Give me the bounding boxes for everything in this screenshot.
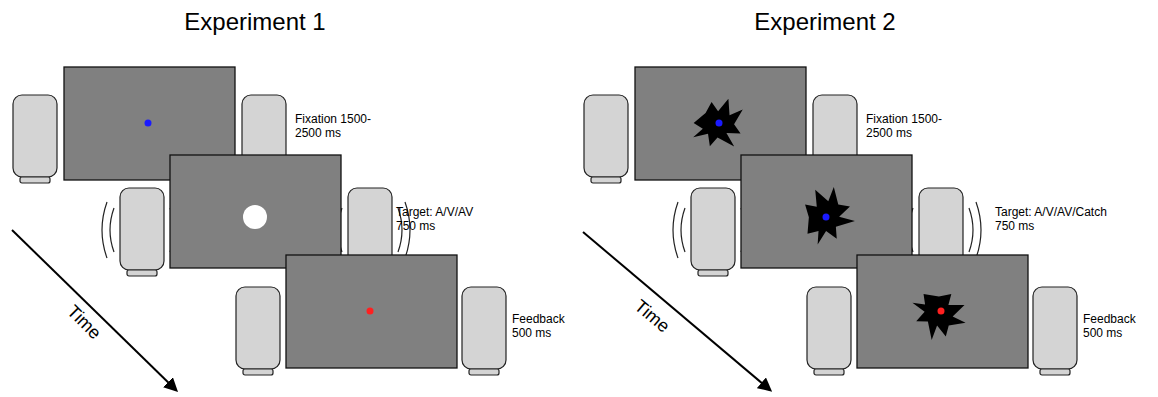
phase-label: Fixation 1500-2500 ms [866,113,950,141]
panel-title: Experiment 2 [740,8,910,36]
time-arrow [583,232,770,390]
phase-label: Feedback 500 ms [512,313,574,341]
visual-target [243,205,267,229]
masking-shape [906,279,973,346]
time-label: Time [622,289,681,343]
time-label: Time [55,294,112,351]
feedback-dot [367,308,374,315]
fixation-dot [823,214,830,221]
phase-label: Target: A/V/AV/Catch 750 ms [995,206,1127,234]
masking-shape [789,179,860,251]
phase-label: Feedback 500 ms [1083,313,1145,341]
phase-label: Target: A/V/AV 750 ms [396,206,492,234]
time-arrow [12,230,176,390]
phase-label: Fixation 1500-2500 ms [295,113,379,141]
fixation-dot [145,120,152,127]
masking-shape [690,94,746,152]
feedback-dot [938,308,945,315]
panel-title: Experiment 1 [170,8,340,36]
fixation-dot [716,120,723,127]
